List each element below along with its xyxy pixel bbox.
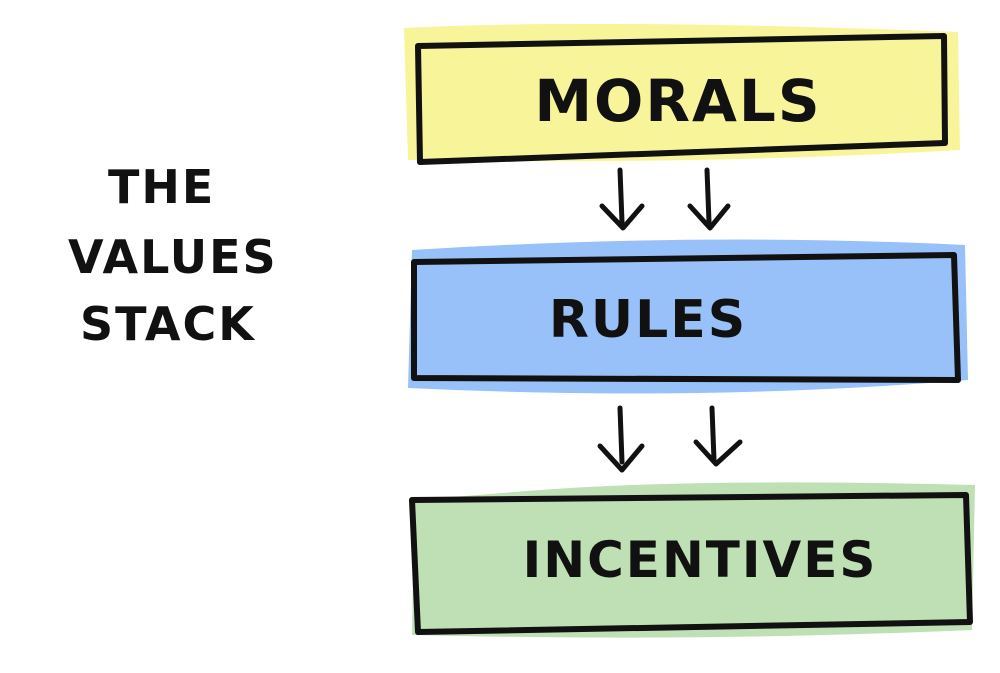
diagram-title: THE VALUES STACK (68, 160, 278, 351)
morals-box-outline (415, 33, 948, 165)
down-arrow-icon (599, 167, 645, 231)
layer-incentives: INCENTIVES (409, 482, 975, 638)
layer-morals: MORALS (404, 23, 960, 165)
title-line-2: VALUES (68, 230, 278, 284)
down-arrow-icon (693, 405, 743, 467)
morals-label: MORALS (534, 67, 821, 135)
layer-rules: RULES (408, 239, 968, 394)
title-line-3: STACK (80, 297, 256, 351)
rules-highlight (408, 239, 968, 394)
title-line-1: THE (108, 160, 215, 214)
incentives-box-outline (409, 492, 973, 635)
incentives-label: INCENTIVES (523, 531, 878, 589)
morals-highlight (404, 23, 960, 162)
rules-box-outline (411, 252, 961, 383)
incentives-highlight (412, 482, 975, 638)
rules-label: RULES (549, 290, 747, 350)
down-arrow-icon (687, 167, 731, 231)
arrows-rules-to-incentives (597, 405, 743, 473)
arrows-morals-to-rules (599, 167, 731, 231)
down-arrow-icon (597, 405, 645, 473)
